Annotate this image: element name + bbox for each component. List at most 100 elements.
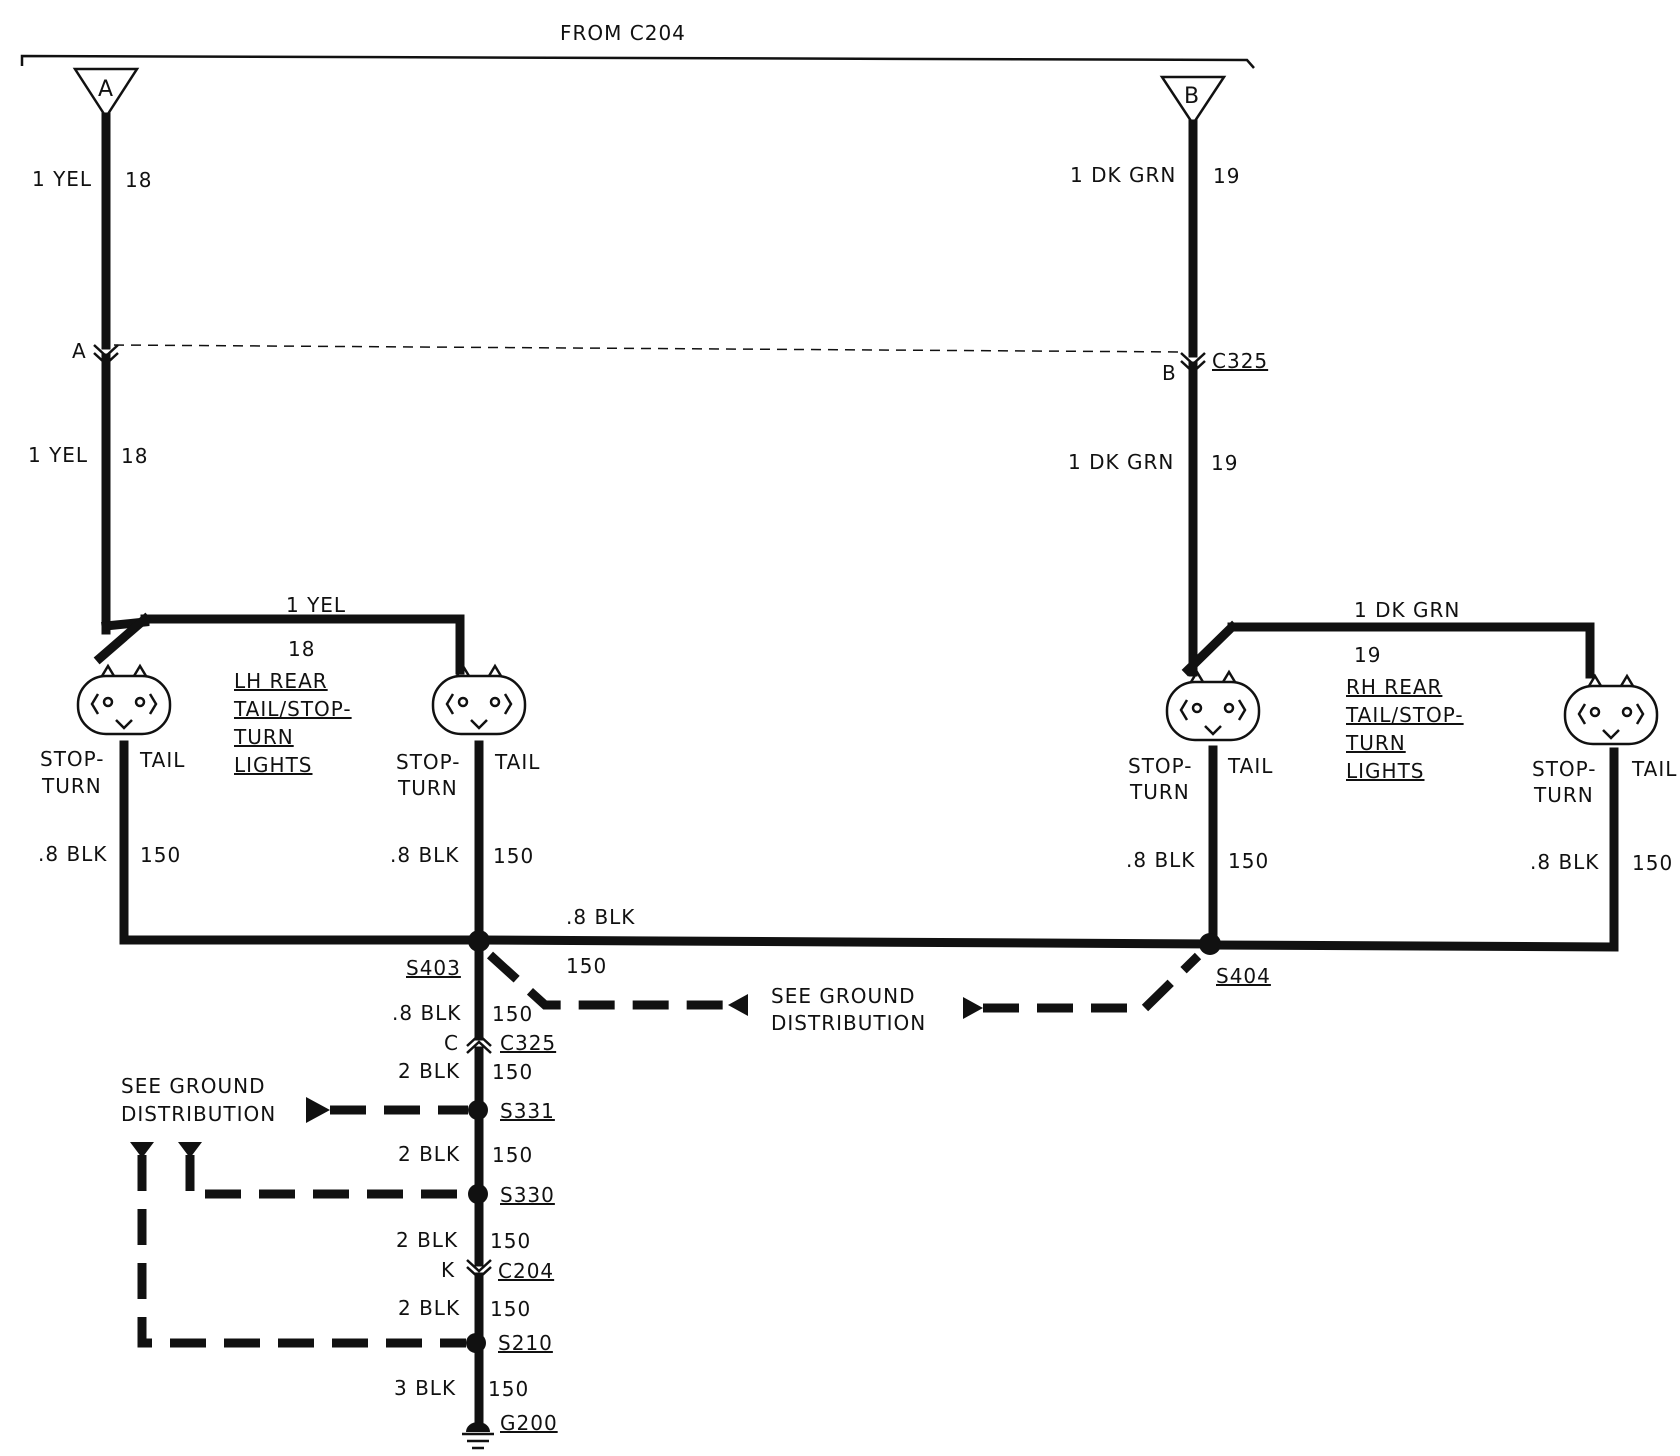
ground-dash-s210 [137, 1155, 466, 1348]
wire-trunk-4-color: 2 BLK [396, 1228, 458, 1252]
ground-arrow-right-icon [963, 997, 983, 1019]
wire-blk-4-circuit: 150 [1632, 851, 1673, 875]
lamp-rh2-stop-turn-2: TURN [1533, 783, 1594, 807]
wire-lh-mid-circuit: 18 [121, 444, 148, 468]
wire-trunk-2-circuit: 150 [492, 1060, 533, 1084]
c325-pin-a: A [72, 339, 87, 363]
c325-pin-c: C [444, 1031, 459, 1055]
svg-text:TAIL/STOP-: TAIL/STOP- [1345, 703, 1464, 727]
c204-pin-k: K [441, 1258, 455, 1282]
wire-rh-top-color: 1 DK GRN [1070, 163, 1176, 187]
wire-trunk-3-color: 2 BLK [398, 1142, 460, 1166]
wire-blk-1 [119, 740, 484, 945]
ground-dash-s403 [486, 951, 728, 1010]
feed-a-label: A [98, 77, 114, 102]
wire-bus-color: .8 BLK [566, 905, 635, 929]
see-ground-2: DISTRIBUTION [771, 1011, 926, 1035]
svg-text:LH REAR: LH REAR [234, 669, 328, 693]
ground-arrow-s331-icon [306, 1097, 330, 1123]
svg-text:LIGHTS: LIGHTS [1346, 759, 1425, 783]
wire-rh-mid-color: 1 DK GRN [1068, 450, 1174, 474]
wire-trunk-5-circuit: 150 [490, 1297, 531, 1321]
splice-s210-label: S210 [498, 1331, 553, 1355]
ground-arrow-s330-icon [178, 1142, 202, 1158]
wire-lh-mid-color: 1 YEL [28, 443, 88, 467]
splice-s331-icon [468, 1100, 488, 1120]
ground-arrow-left-icon [728, 994, 748, 1016]
svg-text:TURN: TURN [233, 725, 294, 749]
lamp-lh1-stop-turn-1: STOP- [40, 747, 105, 771]
rh-rear-lights-label: RH REAR TAIL/STOP- TURN LIGHTS [1345, 675, 1464, 783]
wire-bus [474, 935, 1218, 949]
lamp-lh1-tail: TAIL [139, 748, 185, 772]
feed-b-label: B [1184, 84, 1200, 109]
wire-lh-top-color: 1 YEL [32, 167, 92, 191]
lamp-rh1-stop-turn-1: STOP- [1128, 754, 1193, 778]
see-ground-left-2: DISTRIBUTION [121, 1102, 276, 1126]
wire-trunk-5-color: 2 BLK [398, 1296, 460, 1320]
c325-pin-c-icon [466, 1033, 492, 1054]
wire-rh-mid-circuit: 19 [1211, 451, 1238, 475]
c325-pin-b: B [1162, 361, 1177, 385]
lamp-socket-rh-1 [1165, 669, 1261, 742]
splice-s404-icon [1199, 933, 1221, 955]
wire-rh-jump-circuit: 19 [1354, 643, 1381, 667]
svg-text:RH REAR: RH REAR [1346, 675, 1442, 699]
feed-b-triangle-icon [1159, 75, 1227, 127]
wire-blk-4-color: .8 BLK [1530, 850, 1599, 874]
splice-s331-label: S331 [500, 1099, 555, 1123]
lamp-lh2-tail: TAIL [494, 750, 540, 774]
wire-blk-1-circuit: 150 [140, 843, 181, 867]
see-ground-1: SEE GROUND [771, 984, 915, 1008]
splice-s330-icon [468, 1184, 488, 1204]
svg-text:LIGHTS: LIGHTS [234, 753, 313, 777]
ground-dash-s404 [983, 952, 1202, 1013]
wire-rh-jump [1227, 622, 1595, 679]
lamp-lh2-stop-turn-2: TURN [397, 776, 458, 800]
c325-pin-b-icon [1180, 352, 1206, 374]
ground-g200-label: G200 [500, 1411, 558, 1435]
ground-arrow-s210-icon [130, 1142, 154, 1158]
wire-rh-top-circuit: 19 [1213, 164, 1240, 188]
splice-s210-icon [466, 1333, 486, 1353]
c204-pin-k-icon [466, 1259, 492, 1280]
header-bracket [20, 54, 1255, 69]
wire-blk-2-color: .8 BLK [390, 843, 459, 867]
svg-text:TAIL/STOP-: TAIL/STOP- [233, 697, 352, 721]
wire-lh-jump-circuit: 18 [288, 637, 315, 661]
ground-g200-icon [462, 1422, 494, 1450]
wire-blk-3-circuit: 150 [1228, 849, 1269, 873]
c204-label: C204 [498, 1259, 554, 1283]
wire-rh-jump-color: 1 DK GRN [1354, 598, 1460, 622]
wire-trunk-3-circuit: 150 [492, 1143, 533, 1167]
splice-s404-label: S404 [1216, 964, 1271, 988]
ground-dash-s330 [185, 1155, 468, 1199]
wire-lh-jump [101, 614, 465, 675]
c325-top-label: C325 [1212, 349, 1268, 373]
splice-s330-label: S330 [500, 1183, 555, 1207]
wire-blk-1-color: .8 BLK [38, 842, 107, 866]
lamp-rh1-tail: TAIL [1227, 754, 1273, 778]
wire-blk-4 [1208, 747, 1619, 952]
lh-rear-lights-label: LH REAR TAIL/STOP- TURN LIGHTS [233, 669, 352, 777]
wire-blk-3-color: .8 BLK [1126, 848, 1195, 872]
wire-lh-jump-diag [93, 612, 152, 665]
feed-a-triangle-icon [72, 67, 140, 120]
wire-lh-jump-color: 1 YEL [286, 593, 346, 617]
wire-trunk-4-circuit: 150 [490, 1229, 531, 1253]
wire-trunk-6-color: 3 BLK [394, 1376, 456, 1400]
lamp-rh1-stop-turn-2: TURN [1129, 780, 1190, 804]
wire-bus-circuit: 150 [566, 954, 607, 978]
see-ground-left-1: SEE GROUND [121, 1074, 265, 1098]
wire-trunk-1-color: .8 BLK [392, 1001, 461, 1025]
wire-trunk-1-circuit: 150 [492, 1002, 533, 1026]
lamp-socket-rh-2 [1563, 673, 1659, 746]
c325-connector-body [113, 344, 1186, 353]
lamp-socket-lh-2 [431, 663, 527, 736]
lamp-rh2-stop-turn-1: STOP- [1532, 757, 1597, 781]
c325-bottom-label: C325 [500, 1031, 556, 1055]
splice-s403-label: S403 [406, 956, 461, 980]
lamp-lh1-stop-turn-2: TURN [41, 774, 102, 798]
c325-pin-a-icon [93, 344, 119, 366]
